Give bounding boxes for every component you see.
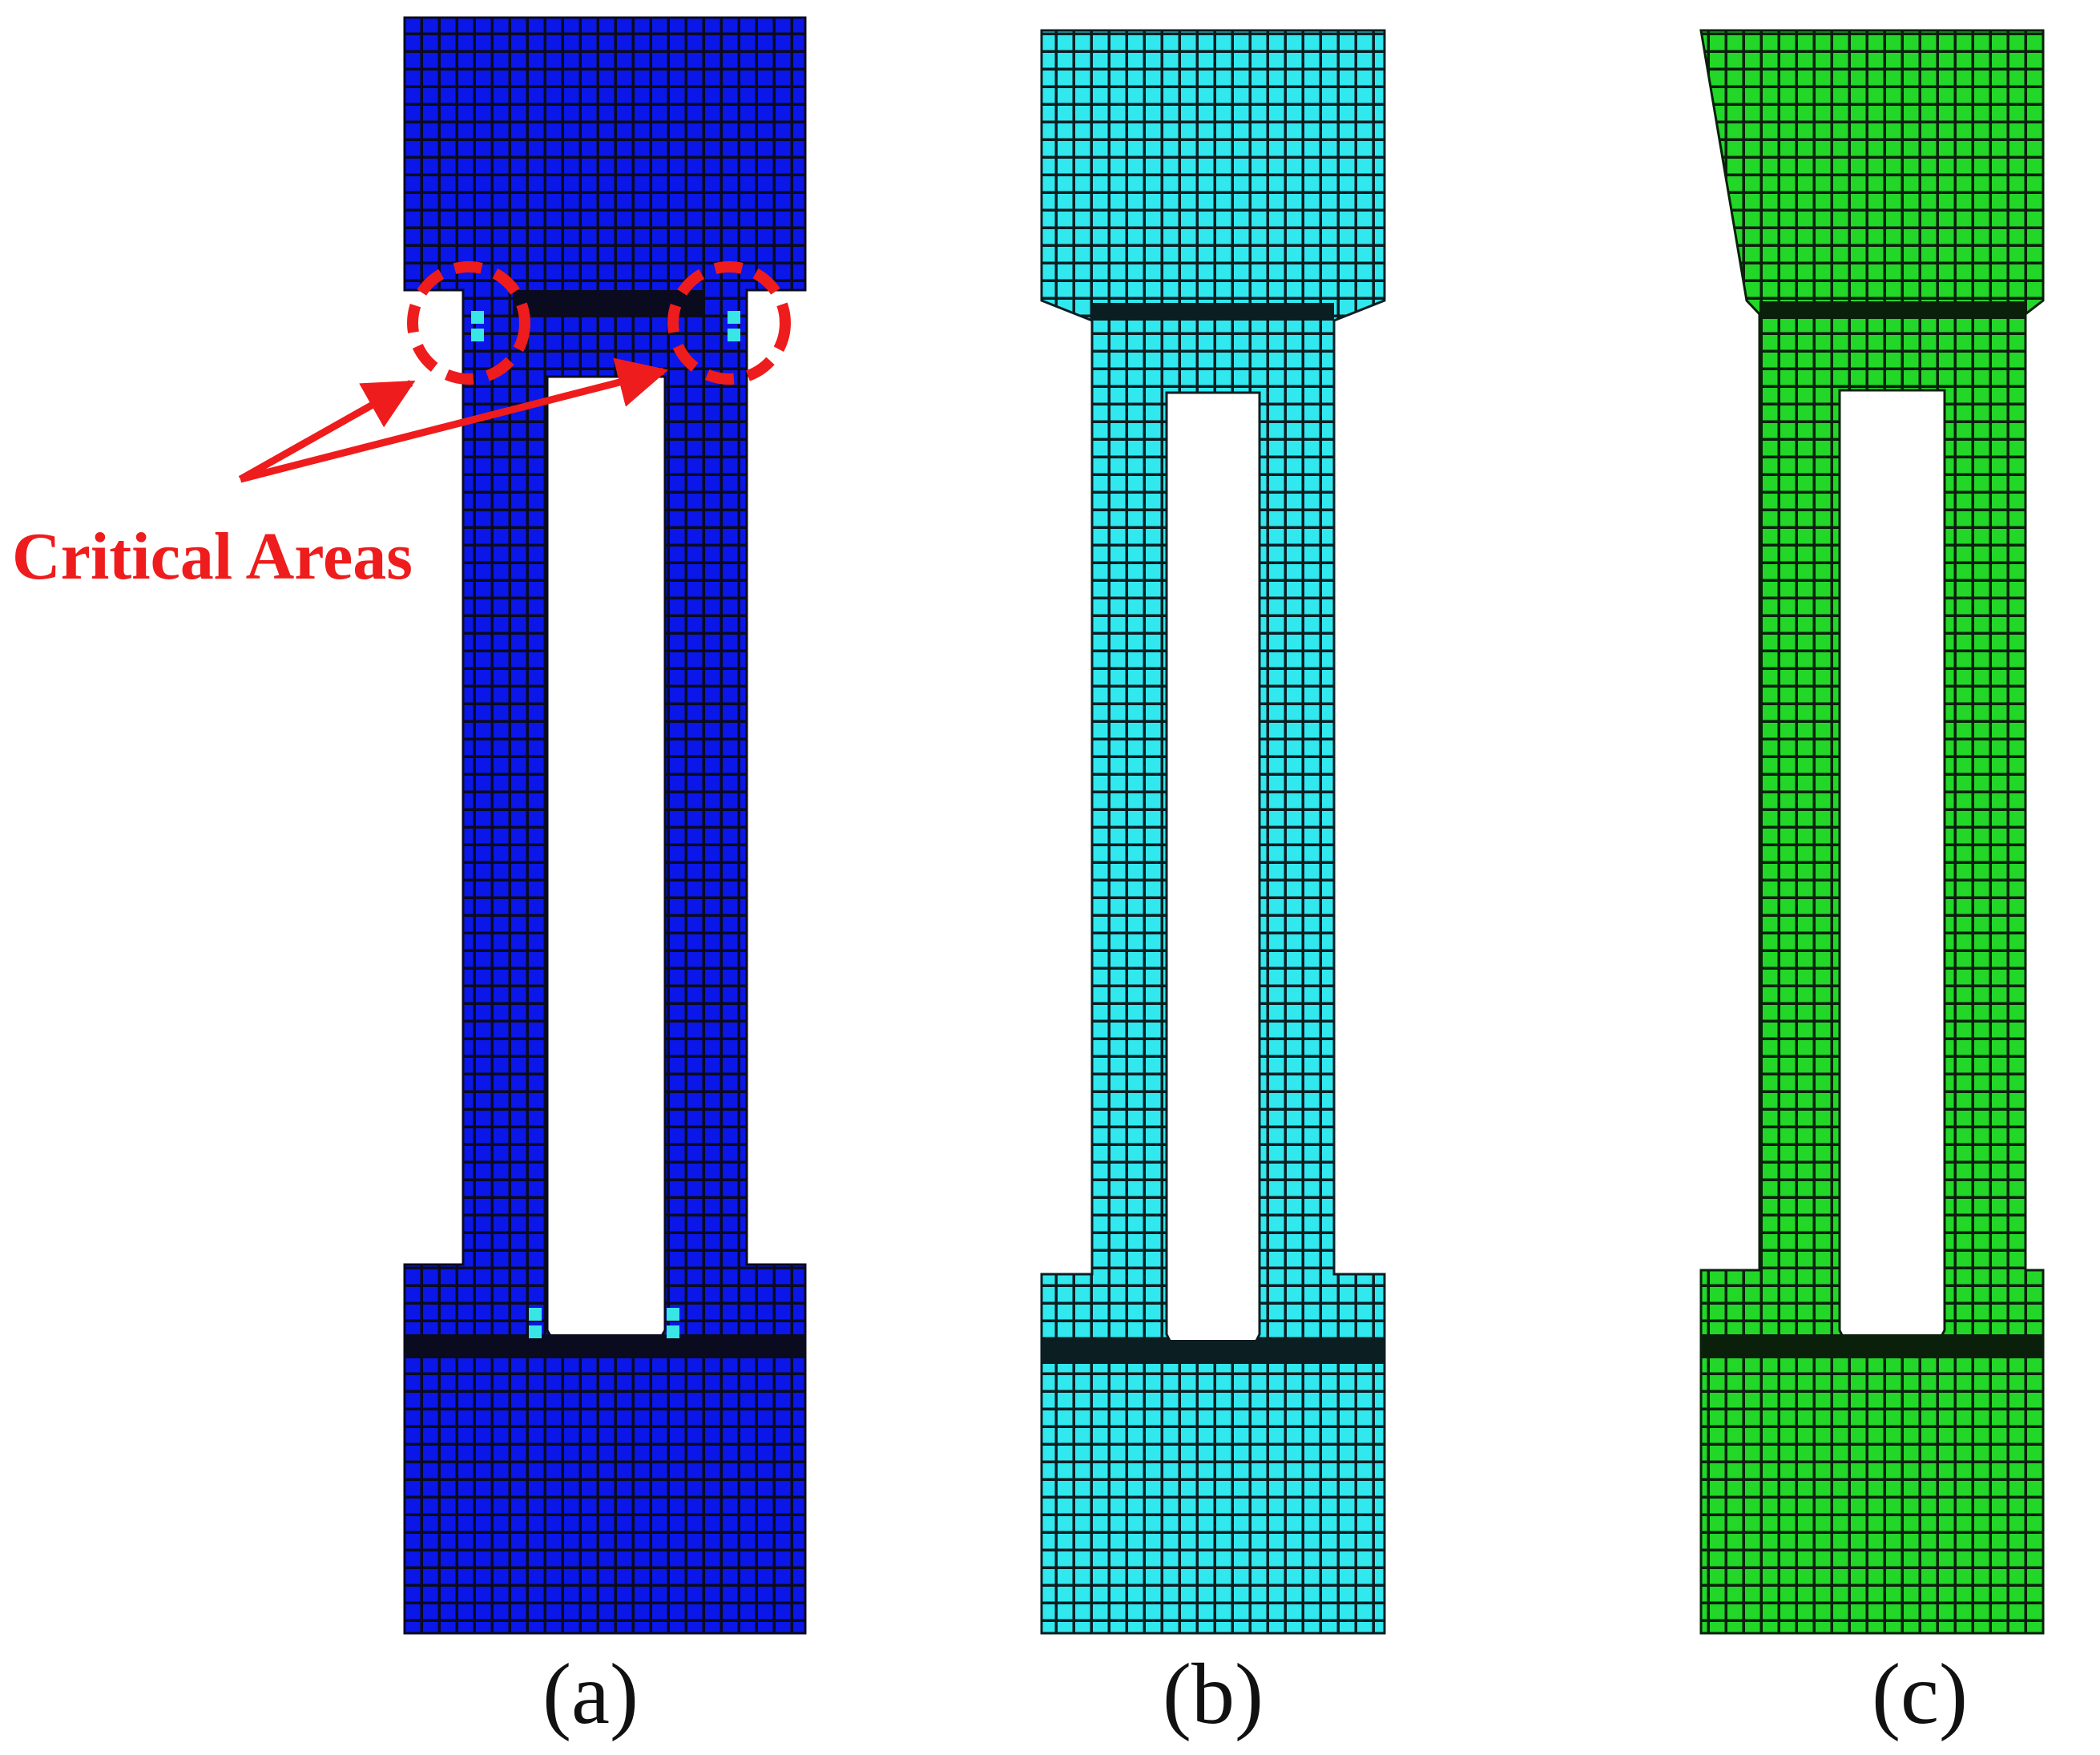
panel-caption-b: (b): [1163, 1647, 1264, 1742]
panel-c: (c): [1699, 29, 2045, 1742]
mesh-band-lower-c: [1701, 1334, 2043, 1358]
critical-areas-annotation: Critical Areas: [12, 261, 791, 594]
critical-area-marker-right: [667, 261, 791, 385]
specimen-mesh-b: [1040, 29, 1386, 1635]
mesh-band-lower-a: [405, 1334, 805, 1358]
mesh-band-upper-b: [1092, 303, 1334, 321]
critical-area-marker-left: [407, 261, 530, 385]
specimen-mesh-a: [403, 16, 807, 1635]
panel-caption-a: (a): [542, 1647, 639, 1742]
panel-a: (a): [403, 16, 807, 1742]
specimen-mesh-c: [1699, 29, 2045, 1635]
hotspot-elements-a: [471, 311, 740, 1338]
panel-b: (b): [1040, 29, 1386, 1742]
mesh-band-lower-b: [1042, 1340, 1385, 1364]
callout-arrow-right: [239, 357, 669, 483]
mesh-band-upper-c: [1759, 301, 2025, 319]
critical-areas-label: Critical Areas: [12, 519, 413, 594]
panel-caption-c: (c): [1872, 1647, 1968, 1742]
callout-arrow-left: [238, 380, 416, 482]
